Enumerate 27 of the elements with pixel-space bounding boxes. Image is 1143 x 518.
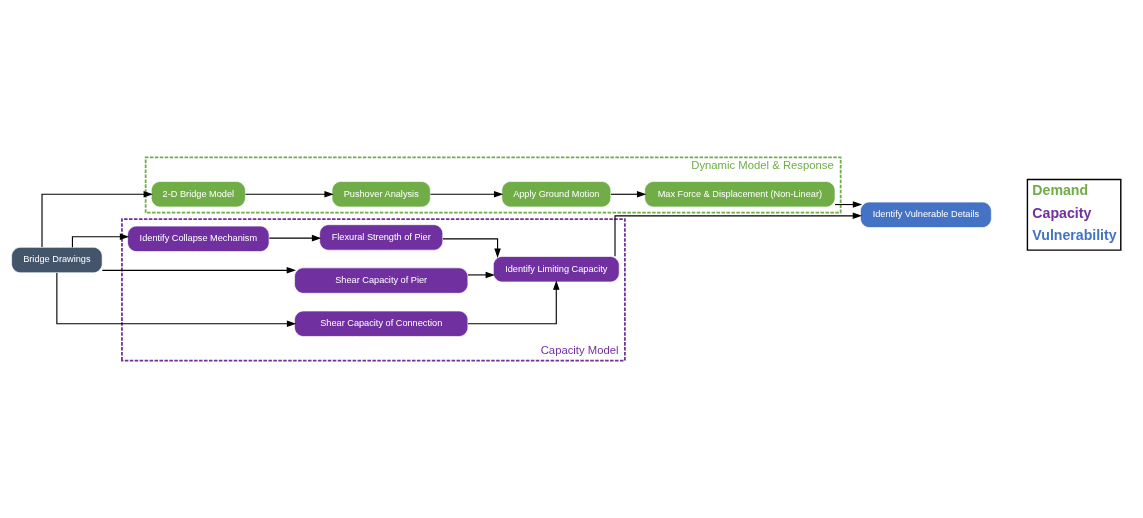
legend-label: Vulnerability bbox=[1032, 227, 1117, 244]
arrow bbox=[101, 267, 297, 274]
node-box: Flexural Strength of Pier bbox=[319, 224, 444, 251]
legend-label: Demand bbox=[1032, 181, 1089, 198]
node-box: Shear Capacity of Pier bbox=[294, 267, 469, 294]
node-box: Identify Collapse Mechanism bbox=[127, 225, 270, 252]
arrow bbox=[834, 201, 863, 208]
node-box: Apply Ground Motion bbox=[501, 181, 612, 208]
node-box: Shear Capacity of Connection bbox=[294, 310, 469, 337]
arrow bbox=[442, 238, 501, 258]
arrow bbox=[71, 233, 130, 248]
arrow bbox=[41, 191, 153, 248]
arrow bbox=[614, 212, 863, 257]
arrow bbox=[56, 272, 297, 327]
legend-label: Capacity bbox=[1032, 204, 1092, 221]
node-box: Bridge Drawings bbox=[11, 246, 103, 274]
arrow bbox=[268, 234, 322, 242]
node-box: Identify Vulnerable Details bbox=[860, 201, 992, 228]
node-box: Max Force & Displacement (Non-Linear) bbox=[644, 181, 836, 208]
arrow bbox=[610, 191, 647, 198]
arrow bbox=[429, 191, 504, 198]
node-box: Pushover Analysis bbox=[331, 181, 431, 208]
arrow bbox=[467, 280, 560, 325]
arrow bbox=[467, 271, 495, 279]
node-box: Identify Limiting Capacity bbox=[492, 256, 620, 283]
node-box: 2-D Bridge Model bbox=[150, 181, 246, 208]
arrow bbox=[244, 191, 334, 198]
